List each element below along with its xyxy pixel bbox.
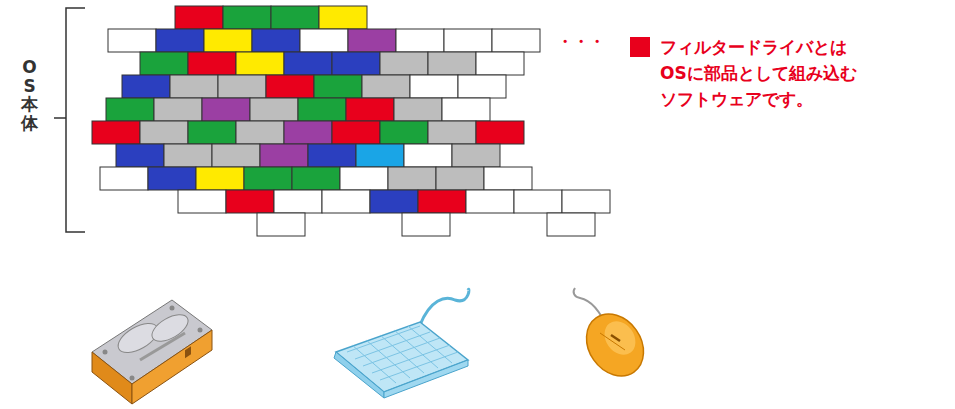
brick [170, 75, 218, 98]
brick [402, 213, 450, 236]
brick [514, 190, 562, 213]
brick [188, 121, 236, 144]
brick [212, 144, 260, 167]
brick [436, 167, 484, 190]
brick [380, 121, 428, 144]
brick [484, 167, 532, 190]
brick [122, 75, 170, 98]
brick [260, 144, 308, 167]
brick [476, 52, 524, 75]
brick [428, 52, 476, 75]
brick [156, 29, 204, 52]
brick [452, 144, 500, 167]
brick [404, 144, 452, 167]
brick [292, 167, 340, 190]
brick [362, 75, 410, 98]
brick [271, 6, 319, 29]
brick [178, 190, 226, 213]
brick [340, 167, 388, 190]
brick [236, 121, 284, 144]
brick [257, 213, 305, 236]
legend-item: フィルタードライバとは OSに部品として組み込む ソフトウェアです。 [630, 34, 910, 112]
brick [284, 52, 332, 75]
brick [388, 167, 436, 190]
brick [274, 190, 322, 213]
brick [108, 29, 156, 52]
brick [314, 75, 362, 98]
keyboard-icon [334, 289, 469, 398]
legend: フィルタードライバとは OSに部品として組み込む ソフトウェアです。 [630, 34, 910, 112]
brick [196, 167, 244, 190]
brick [410, 75, 458, 98]
brick [394, 98, 442, 121]
brick [428, 121, 476, 144]
ellipsis-mark: ・・・ [557, 32, 605, 53]
brick [116, 144, 164, 167]
brick [562, 190, 610, 213]
brick [466, 190, 514, 213]
brick [252, 29, 300, 52]
brick-wall [92, 6, 610, 236]
vertical-label: OS本体 [21, 58, 38, 133]
brick [226, 190, 274, 213]
brick [476, 121, 524, 144]
brick [236, 52, 284, 75]
brick [164, 144, 212, 167]
brick [140, 52, 188, 75]
brick [223, 6, 271, 29]
brick [332, 121, 380, 144]
brick [300, 29, 348, 52]
brick [348, 29, 396, 52]
brick [458, 75, 506, 98]
brick [370, 190, 418, 213]
brick [380, 52, 428, 75]
brick [140, 121, 188, 144]
brick [148, 167, 196, 190]
brick [244, 167, 292, 190]
bracket [54, 8, 85, 232]
brick [492, 29, 540, 52]
brick [346, 98, 394, 121]
brick [332, 52, 380, 75]
brick [442, 98, 490, 121]
brick [154, 98, 202, 121]
brick [202, 98, 250, 121]
brick [444, 29, 492, 52]
brick [298, 98, 346, 121]
brick [100, 167, 148, 190]
brick [356, 144, 404, 167]
brick [308, 144, 356, 167]
mouse-icon [574, 288, 656, 387]
brick [322, 190, 370, 213]
brick [418, 190, 466, 213]
brick [188, 52, 236, 75]
brick [92, 121, 140, 144]
hard-disk-icon [92, 300, 212, 404]
brick [284, 121, 332, 144]
brick [250, 98, 298, 121]
brick [266, 75, 314, 98]
brick [547, 213, 595, 236]
brick [319, 6, 367, 29]
brick [218, 75, 266, 98]
brick [106, 98, 154, 121]
legend-swatch [630, 37, 650, 57]
brick [204, 29, 252, 52]
legend-text: フィルタードライバとは OSに部品として組み込む ソフトウェアです。 [660, 34, 910, 112]
brick [175, 6, 223, 29]
brick [396, 29, 444, 52]
